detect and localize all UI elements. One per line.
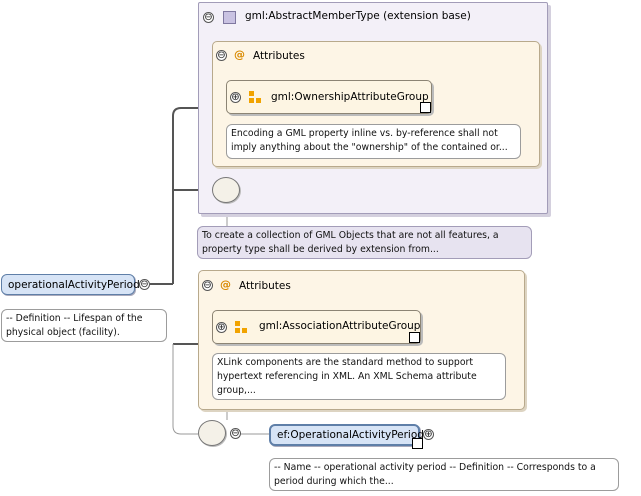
child-element[interactable]: ef:OperationalActivityPeriod: [269, 424, 424, 446]
attributes-label: Attributes: [253, 50, 305, 62]
complex-type-icon: [223, 11, 236, 24]
group-name: gml:AssociationAttributeGroup: [259, 320, 421, 332]
root-element-name: operationalActivityPeriod: [8, 278, 140, 291]
sequence-icon[interactable]: [198, 420, 226, 446]
attribute-icon: @: [220, 278, 231, 291]
attribute-group-icon: [249, 91, 263, 104]
child-element-name: ef:OperationalActivityPeriod: [277, 429, 424, 441]
child-element-note: -- Name -- operational activity period -…: [269, 458, 619, 491]
attribute-icon: @: [234, 48, 245, 61]
sequence-icon[interactable]: [212, 177, 240, 203]
root-element[interactable]: operationalActivityPeriod: [1, 274, 140, 295]
group-name: gml:OwnershipAttributeGroup: [271, 91, 429, 103]
extension-base-box: ⊖ gml:AbstractMemberType (extension base…: [198, 2, 548, 214]
expand-icon[interactable]: ⊕: [216, 322, 227, 333]
root-element-note: -- Definition -- Lifespan of the physica…: [1, 309, 167, 342]
expand-icon[interactable]: ⊕: [423, 429, 434, 440]
extension-attributes-box: ⊖ @ Attributes ⊕ gml:OwnershipAttributeG…: [212, 41, 540, 167]
collapse-icon[interactable]: ⊖: [216, 50, 227, 61]
association-attribute-group[interactable]: ⊕ gml:AssociationAttributeGroup: [212, 310, 421, 344]
collapse-icon[interactable]: ⊖: [203, 12, 214, 23]
link-arrow-icon[interactable]: [409, 332, 420, 343]
link-arrow-icon[interactable]: [412, 438, 423, 449]
attribute-group-icon: [235, 321, 249, 334]
association-group-note: XLink components are the standard method…: [212, 353, 506, 400]
extension-note: To create a collection of GML Objects th…: [197, 226, 532, 259]
collapse-icon[interactable]: ⊖: [230, 428, 241, 439]
collapse-icon[interactable]: ⊖: [202, 280, 213, 291]
link-arrow-icon[interactable]: [420, 102, 431, 113]
ownership-group-note: Encoding a GML property inline vs. by-re…: [226, 124, 521, 159]
attributes-label: Attributes: [239, 280, 291, 292]
expand-icon[interactable]: ⊕: [230, 92, 241, 103]
attributes-box: ⊖ @ Attributes ⊕ gml:AssociationAttribut…: [198, 270, 525, 410]
ownership-attribute-group[interactable]: ⊕ gml:OwnershipAttributeGroup: [226, 80, 432, 114]
extension-base-title: gml:AbstractMemberType (extension base): [245, 10, 471, 22]
collapse-icon[interactable]: ⊖: [139, 279, 150, 290]
